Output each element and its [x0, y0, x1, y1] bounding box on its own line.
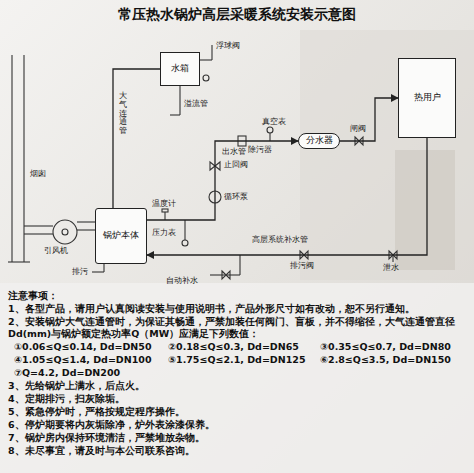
note-line: ②0.18≤Q≤0.3, Dd=DN65: [168, 341, 299, 353]
note-line: 4、定期排污，扫灰除垢。: [8, 393, 125, 405]
part-label: 烟囱: [30, 170, 46, 179]
pipe-connector: [147, 141, 298, 220]
pipe-connector: [147, 138, 427, 255]
diagram-title: 常压热水锅炉高层采暖系统安装示意图: [0, 6, 474, 24]
note-line: 2、安装锅炉大气连通管时，为保证其畅通，严禁加装任何阀门、盲板，并不得缩径，大气…: [8, 316, 466, 340]
note-line: 注意事项：: [8, 290, 58, 302]
note-line: ③0.35≤Q≤0.7, Dd=DN80: [320, 341, 451, 353]
part-label: 溢流管: [184, 100, 208, 109]
note-line: 8、未尽事宜，请及时与本公司联系咨询。: [8, 445, 195, 457]
node-label: 分水器: [306, 136, 333, 145]
water-tank: 水箱: [160, 52, 200, 86]
part-label: 除污器: [248, 146, 272, 155]
part-label: 排污阀: [290, 262, 314, 271]
part-label: 出水管: [222, 148, 246, 157]
part-label: 循环泵: [224, 193, 248, 202]
note-line: ⑦Q=4.2, Dd=DN200: [14, 367, 120, 379]
part-label: 高层系统补水管: [252, 236, 308, 245]
part-label: 大气连通管: [119, 92, 127, 136]
note-line: ⑥2.8≤Q≤3.5, Dd=DN150: [320, 354, 451, 366]
node-label: 水箱: [171, 64, 189, 73]
part-label: 止回阀: [224, 161, 248, 170]
part-label: 引风机: [44, 247, 68, 256]
heat-user-box: 热用户: [398, 58, 456, 138]
note-line: ①0.06≤Q≤0.14, Dd=DN50: [14, 341, 152, 353]
note-line: 3、先给锅炉上满水，后点火。: [8, 380, 145, 392]
part-label: 温度计: [152, 200, 176, 209]
note-line: 1、各型产品，请用户认真阅读安装与使用说明书，产品外形尺寸如有改动，恕不另行通知…: [8, 303, 466, 315]
part-label: 真空表: [262, 118, 286, 127]
part-label: 闸阀: [350, 125, 366, 134]
boiler-body: 锅炉本体: [95, 208, 147, 264]
note-line: ④1.05≤Q≤1.4, Dd=DN100: [14, 354, 152, 366]
part-label: 压力表: [152, 229, 176, 238]
part-label: 浮球阀: [216, 42, 240, 51]
pipe-connector: [113, 69, 160, 208]
distributor-cylinder: 分水器: [298, 133, 340, 149]
node-label: 热用户: [414, 93, 441, 102]
note-line: 7、锅炉房内保持环境清洁，严禁堆放杂物。: [8, 432, 205, 444]
part-label: 自动补水: [166, 277, 198, 286]
node-label: 锅炉本体: [103, 231, 139, 240]
pipe-connector: [340, 98, 398, 141]
part-label: 泄水: [383, 264, 399, 273]
note-line: 5、紧急停炉时，严格按规定程序操作。: [8, 406, 185, 418]
part-label: 排污: [72, 268, 88, 277]
note-line: ⑤1.75≤Q≤2.1, Dd=DN125: [168, 354, 306, 366]
note-line: 6、停炉期要将内灰垢除净，炉外表涂漆保养。: [8, 419, 215, 431]
